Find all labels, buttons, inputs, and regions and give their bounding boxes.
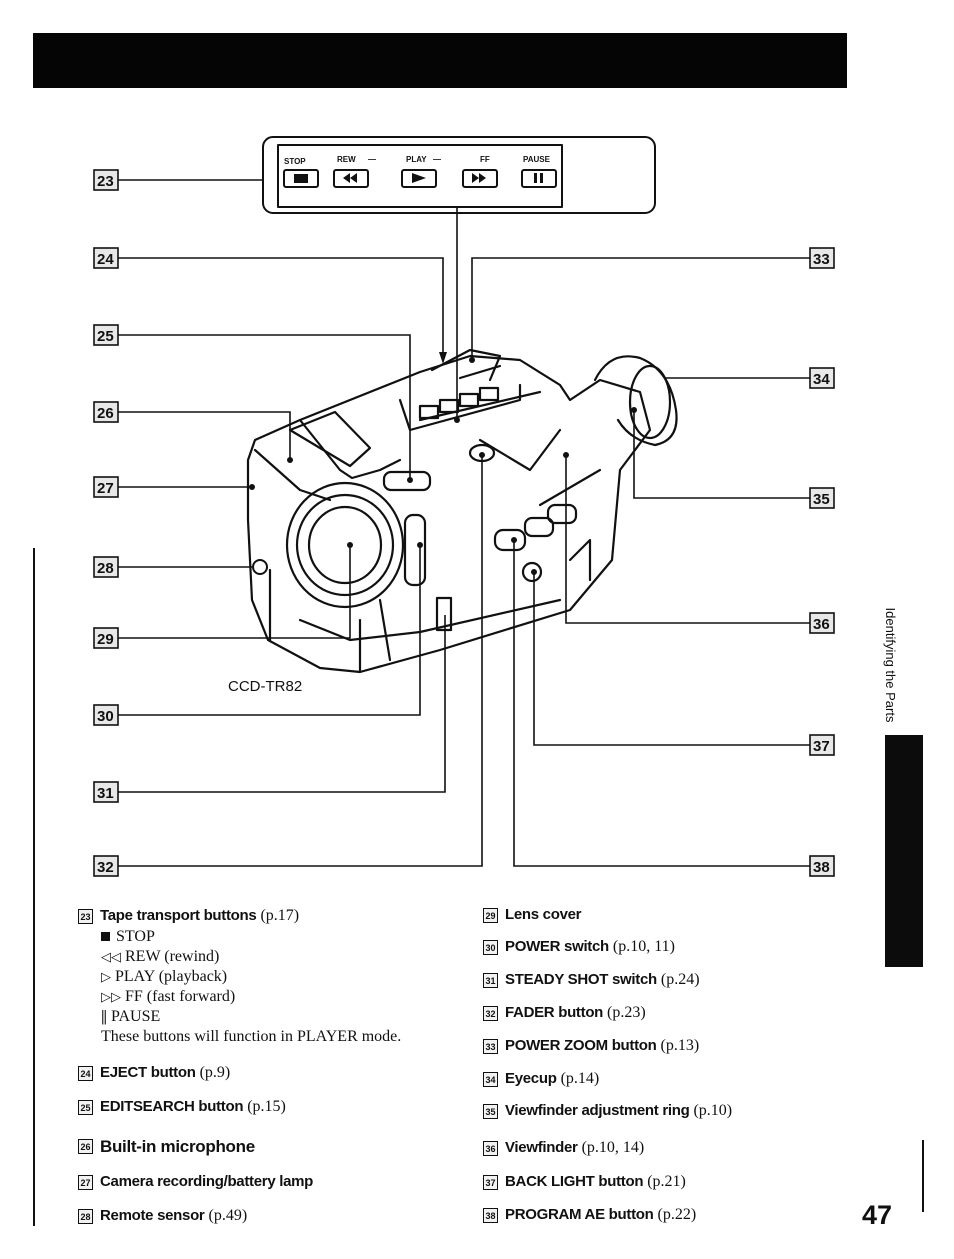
svg-text:37: 37 xyxy=(813,738,830,755)
legend-item-23: 23 Tape transport buttons (p.17) xyxy=(78,907,299,925)
callout-23: 23 xyxy=(93,169,119,191)
legend-ref: (p.17) xyxy=(260,907,300,924)
transport-play: ▷PLAY (playback) xyxy=(101,968,228,985)
transport-stop: STOP xyxy=(101,928,155,946)
header-bar xyxy=(33,33,847,88)
callout-29: 29 xyxy=(93,627,119,649)
svg-text:—: — xyxy=(368,155,376,164)
svg-text:30: 30 xyxy=(97,708,114,725)
svg-text:26: 26 xyxy=(97,405,114,422)
legend-item-36: 36 Viewfinder (p.10, 14) xyxy=(483,1139,644,1157)
callout-33: 33 xyxy=(809,247,835,269)
transport-rew: ◁◁REW (rewind) xyxy=(101,948,220,965)
legend-item-35: 35 Viewfinder adjustment ring (p.10) xyxy=(483,1102,732,1120)
legend-item-25: 25 EDITSEARCH button (p.15) xyxy=(78,1098,286,1116)
legend-term: Tape transport buttons xyxy=(100,907,257,924)
panel-label-stop: STOP xyxy=(284,157,306,166)
section-side-label: Identifying the Parts xyxy=(883,607,898,723)
svg-text:31: 31 xyxy=(97,785,114,802)
callout-32: 32 xyxy=(93,855,119,877)
legend-item-24: 24 EJECT button (p.9) xyxy=(78,1064,230,1082)
svg-text:32: 32 xyxy=(97,859,114,876)
legend-item-38: 38 PROGRAM AE button (p.22) xyxy=(483,1206,696,1224)
callout-38: 38 xyxy=(809,855,835,877)
svg-text:36: 36 xyxy=(813,616,830,633)
legend-num: 23 xyxy=(78,909,93,924)
callout-24: 24 xyxy=(93,247,119,269)
model-name: CCD-TR82 xyxy=(228,678,302,695)
callout-25: 25 xyxy=(93,324,119,346)
legend-item-29: 29 Lens cover xyxy=(483,906,582,923)
svg-text:25: 25 xyxy=(97,328,114,345)
callout-36: 36 xyxy=(809,612,835,634)
legend-item-34: 34 Eyecup (p.14) xyxy=(483,1070,599,1088)
left-rule xyxy=(33,548,35,1226)
callout-27: 27 xyxy=(93,476,119,498)
section-tab xyxy=(885,735,923,967)
panel-label-play: PLAY xyxy=(406,155,427,164)
callout-28: 28 xyxy=(93,556,119,578)
svg-text:33: 33 xyxy=(813,251,830,268)
legend-item-27: 27 Camera recording/battery lamp xyxy=(78,1173,313,1190)
svg-text:35: 35 xyxy=(813,491,830,508)
callout-30: 30 xyxy=(93,704,119,726)
legend-item-37: 37 BACK LIGHT button (p.21) xyxy=(483,1173,686,1191)
svg-text:29: 29 xyxy=(97,631,114,648)
transport-note: These buttons will function in PLAYER mo… xyxy=(101,1028,402,1045)
callout-34: 34 xyxy=(809,367,835,389)
svg-text:28: 28 xyxy=(97,560,114,577)
legend-item-26: 26 Built-in microphone xyxy=(78,1137,255,1157)
svg-text:34: 34 xyxy=(813,371,830,388)
callout-31: 31 xyxy=(93,781,119,803)
legend-item-30: 30 POWER switch (p.10, 11) xyxy=(483,938,675,956)
transport-panel xyxy=(262,136,656,214)
callout-35: 35 xyxy=(809,487,835,509)
svg-text:24: 24 xyxy=(97,251,114,268)
legend-item-31: 31 STEADY SHOT switch (p.24) xyxy=(483,971,700,989)
transport-ff: ▷▷FF (fast forward) xyxy=(101,988,236,1005)
legend-item-32: 32 FADER button (p.23) xyxy=(483,1004,646,1022)
legend-item-28: 28 Remote sensor (p.49) xyxy=(78,1207,247,1225)
svg-text:38: 38 xyxy=(813,859,830,876)
callout-37: 37 xyxy=(809,734,835,756)
callout-26: 26 xyxy=(93,401,119,423)
transport-pause: ||PAUSE xyxy=(101,1008,161,1025)
svg-text:27: 27 xyxy=(97,480,114,497)
svg-text:23: 23 xyxy=(97,173,114,190)
right-rule xyxy=(922,1140,924,1212)
panel-label-ff: FF xyxy=(480,155,490,164)
camcorder-diagram: STOP REW — PLAY — FF PAUSE xyxy=(93,136,835,877)
svg-text:—: — xyxy=(433,155,441,164)
panel-label-pause: PAUSE xyxy=(523,155,551,164)
panel-label-rew: REW xyxy=(337,155,356,164)
page-number: 47 xyxy=(862,1200,893,1230)
legend-item-33: 33 POWER ZOOM button (p.13) xyxy=(483,1037,699,1055)
